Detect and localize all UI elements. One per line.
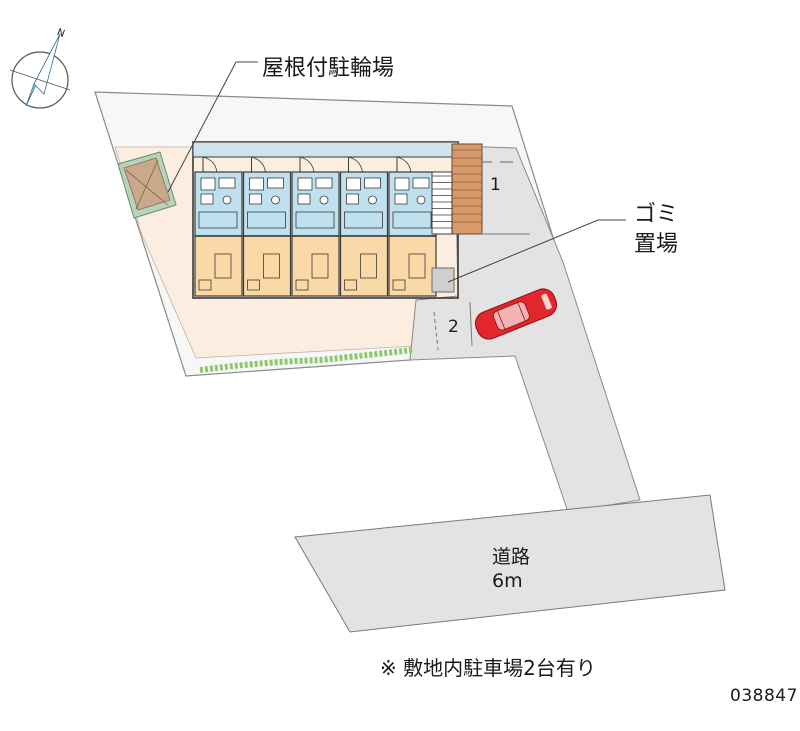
apartment-unit bbox=[339, 156, 389, 297]
apartment-units bbox=[194, 156, 437, 297]
parking-spot-1-label: 1 bbox=[490, 175, 501, 195]
apartment-unit bbox=[388, 156, 437, 297]
compass-icon bbox=[9, 33, 71, 109]
property-code: 038847 bbox=[730, 686, 798, 706]
building-corridor bbox=[192, 141, 459, 158]
bicycle-shelter bbox=[117, 151, 177, 219]
road-name-label: 道路 bbox=[492, 546, 531, 568]
bicycle-leader-line bbox=[167, 61, 258, 193]
garbage-label-line2: 置場 bbox=[634, 232, 679, 257]
parking-spot-1-lines bbox=[482, 161, 530, 235]
parking-spot-2-lines bbox=[433, 301, 473, 351]
apartment-unit bbox=[291, 156, 340, 297]
road bbox=[294, 494, 726, 633]
apartment-unit bbox=[242, 156, 292, 297]
garbage-label-line1: ゴミ bbox=[634, 202, 679, 227]
staircase bbox=[431, 143, 483, 235]
parking-note: ※ 敷地内駐車場2台有り bbox=[380, 656, 596, 680]
parking-spot-2-label: 2 bbox=[448, 317, 459, 337]
car bbox=[474, 288, 558, 340]
road-width-label: 6m bbox=[492, 570, 523, 592]
apartment-unit bbox=[194, 156, 243, 297]
garbage-area-box bbox=[431, 267, 455, 293]
hedge bbox=[199, 347, 413, 373]
bicycle-parking-label: 屋根付駐輪場 bbox=[262, 56, 395, 81]
garbage-leader-line bbox=[447, 219, 626, 283]
